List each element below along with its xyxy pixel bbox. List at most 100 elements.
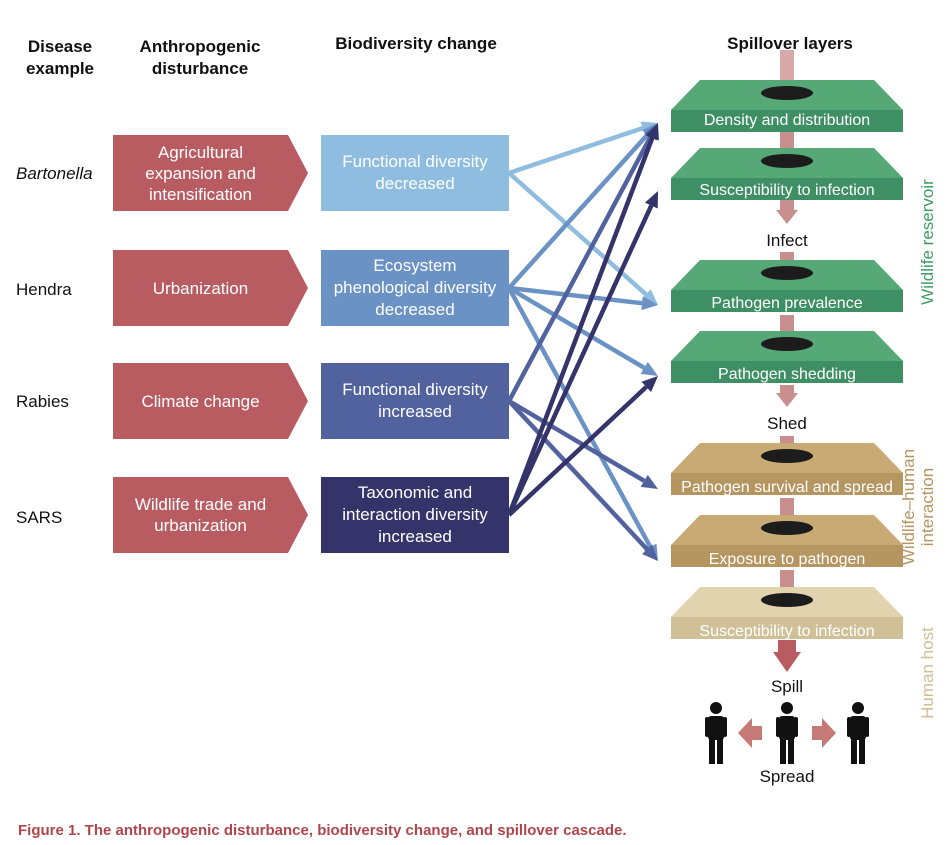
- person-icon: [852, 702, 864, 714]
- step-infect: Infect: [766, 231, 808, 250]
- link-arrow: [508, 285, 643, 306]
- header-disturbance: Anthropogenic disturbance: [139, 37, 261, 78]
- flow-arrow-icon: [776, 210, 798, 224]
- person-icon-arm: [847, 717, 851, 737]
- step-spread: Spread: [759, 767, 815, 786]
- link-arrow-head: [645, 123, 659, 141]
- layer-plate-front: [671, 290, 903, 312]
- layer-hole: [761, 266, 813, 280]
- disease-label: SARS: [16, 508, 63, 527]
- step-spill: Spill: [770, 677, 804, 696]
- spillover-pipe: [780, 130, 794, 150]
- link-arrow-head: [641, 544, 658, 561]
- link-arrow: [506, 204, 654, 516]
- layer-plate-front: [671, 617, 903, 639]
- person-icon-arm: [705, 717, 709, 737]
- spillover-pipe: [780, 570, 794, 592]
- link-arrow: [507, 286, 646, 370]
- link-arrow-head: [644, 191, 658, 209]
- person-icon-body: [708, 716, 724, 740]
- spillover-pipe: [780, 315, 794, 335]
- link-arrow: [508, 125, 644, 176]
- spread-right-arrow-icon: [812, 718, 836, 748]
- group-wildlife-human: Wildlife–human interaction: [899, 448, 937, 566]
- step-shed: Shed: [767, 414, 807, 433]
- link-arrow-head: [640, 361, 658, 376]
- link-arrow-head: [641, 296, 658, 311]
- group-human-host: Human host: [918, 627, 937, 719]
- link-arrow: [507, 399, 646, 483]
- person-icon-leg: [709, 738, 715, 764]
- spillover-pipe: [778, 640, 796, 652]
- layer-plate-front: [671, 473, 903, 495]
- layer-hole: [761, 86, 813, 100]
- person-icon-arm: [723, 717, 727, 737]
- disturbance-box: Agricultural expansion and intensificati…: [113, 135, 288, 211]
- layer-plate-front: [671, 545, 903, 567]
- biodiversity-box: Functional diversity decreased: [321, 135, 509, 211]
- person-icon-leg: [780, 738, 786, 764]
- biodiversity-box: Ecosystem phenological diversity decreas…: [321, 250, 509, 326]
- disease-label: Hendra: [16, 280, 72, 299]
- disturbance-arrow-tip: [288, 135, 308, 211]
- person-icon-body: [850, 716, 866, 740]
- spill-arrow-icon: [773, 652, 801, 672]
- disturbance-box: Urbanization: [113, 250, 288, 326]
- disturbance-arrow-tip: [288, 250, 308, 326]
- person-icon-leg: [851, 738, 857, 764]
- disturbance-arrow-tip: [288, 477, 308, 553]
- link-arrow: [507, 133, 649, 290]
- header-disease: Disease example: [25, 37, 95, 78]
- layer-hole: [761, 521, 813, 535]
- spillover-pipe: [780, 385, 794, 393]
- layer-plate-front: [671, 361, 903, 383]
- link-arrow: [507, 171, 648, 297]
- layer-label: Pathogen survival and spread: [681, 479, 893, 496]
- layer-plate-front: [671, 178, 903, 200]
- person-icon-body: [779, 716, 795, 740]
- person-icon: [710, 702, 722, 714]
- link-arrow: [507, 136, 653, 403]
- layer-hole: [761, 337, 813, 351]
- layer-label: Susceptibility to infection: [699, 623, 875, 640]
- header-biodiversity: Biodiversity change: [335, 34, 497, 53]
- person-icon-leg: [859, 738, 865, 764]
- flow-arrow-icon: [776, 393, 798, 407]
- layer-hole: [761, 449, 813, 463]
- spillover-pipe: [780, 498, 794, 518]
- person-icon: [781, 702, 793, 714]
- link-arrow-head: [641, 376, 658, 393]
- layer-label: Exposure to pathogen: [708, 551, 866, 568]
- disease-label: Bartonella: [16, 164, 93, 183]
- group-wildlife-reservoir: Wildlife reservoir: [918, 179, 937, 305]
- layer-label: Pathogen shedding: [718, 366, 856, 383]
- person-icon-arm: [776, 717, 780, 737]
- spillover-pipe: [780, 200, 794, 210]
- layer-hole: [761, 154, 813, 168]
- disease-label: Rabies: [16, 392, 69, 411]
- person-icon-arm: [865, 717, 869, 737]
- disturbance-box: Wildlife trade and urbanization: [113, 477, 288, 553]
- layer-label: Pathogen prevalence: [711, 295, 863, 312]
- disturbance-arrow-tip: [288, 363, 308, 439]
- link-arrow-head: [641, 289, 658, 305]
- biodiversity-box: Taxonomic and interaction diversity incr…: [321, 477, 509, 553]
- link-arrow: [507, 385, 648, 517]
- link-arrow-head: [640, 474, 658, 489]
- layer-hole: [761, 593, 813, 607]
- link-arrow: [506, 137, 655, 516]
- figure-caption: Figure 1. The anthropogenic disturbance,…: [18, 822, 627, 839]
- biodiversity-box: Functional diversity increased: [321, 363, 509, 439]
- disturbance-box: Climate change: [113, 363, 288, 439]
- person-icon-arm: [794, 717, 798, 737]
- link-arrow: [507, 286, 653, 549]
- link-arrow: [507, 399, 649, 551]
- layer-label: Density and distribution: [703, 112, 871, 129]
- header-spillover: Spillover layers: [727, 34, 853, 53]
- person-icon-leg: [717, 738, 723, 764]
- layer-label: Susceptibility to infection: [699, 182, 875, 199]
- spread-left-arrow-icon: [738, 718, 762, 748]
- layer-plate-front: [671, 110, 903, 132]
- person-icon-leg: [788, 738, 794, 764]
